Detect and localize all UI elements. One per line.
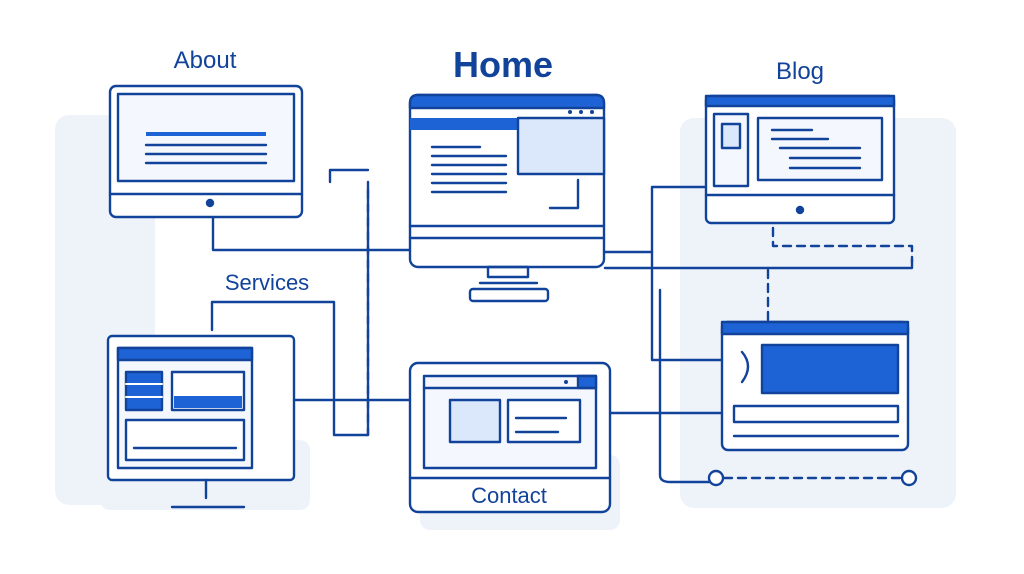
contact-monitor — [408, 361, 612, 514]
contact-label: Contact — [471, 483, 547, 508]
home-label: Home — [452, 44, 554, 85]
gallery-monitor — [720, 320, 910, 452]
home-monitor — [408, 93, 606, 303]
services-monitor — [106, 334, 296, 509]
services-label: Services — [224, 270, 310, 295]
connector-nodes — [707, 469, 918, 487]
about-monitor — [108, 84, 304, 219]
blog-label: Blog — [775, 58, 825, 85]
about-label: About — [173, 47, 237, 74]
blog-monitor — [704, 94, 896, 225]
dashed-connectors — [366, 188, 914, 480]
